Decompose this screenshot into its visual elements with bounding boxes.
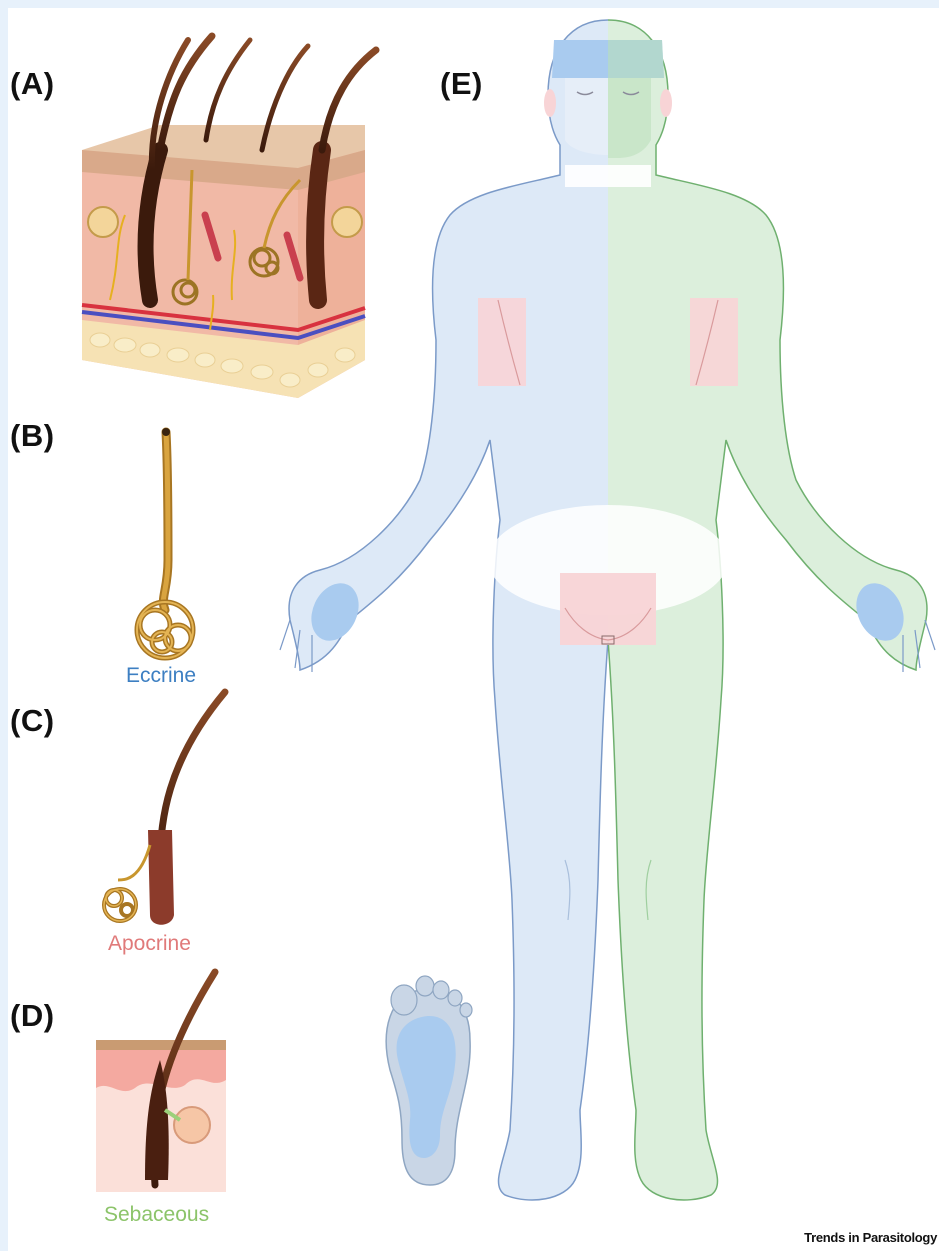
panel-label-c: (C)	[10, 703, 55, 739]
eccrine-label: Eccrine	[126, 664, 196, 688]
panel-label-d: (D)	[10, 998, 55, 1034]
panel-label-b: (B)	[10, 418, 55, 454]
panel-label-a: (A)	[10, 66, 55, 102]
panel-label-e: (E)	[440, 66, 483, 102]
sebaceous-label: Sebaceous	[104, 1203, 209, 1227]
apocrine-label: Apocrine	[108, 932, 191, 956]
journal-credit: Trends in Parasitology	[804, 1230, 937, 1245]
